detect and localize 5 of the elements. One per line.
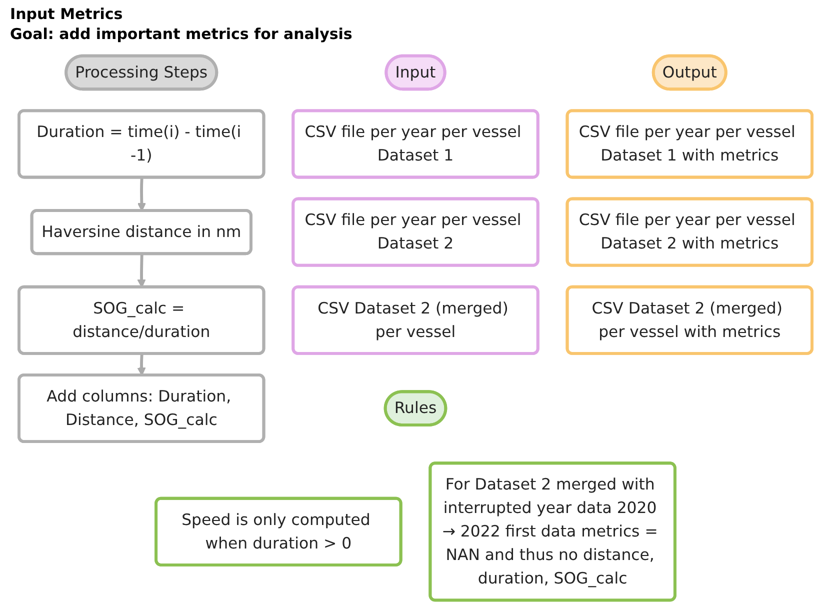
arrow bbox=[137, 254, 146, 288]
goal-text: Goal: add important metrics for analysis bbox=[10, 24, 354, 44]
diagram-title: Input Metrics bbox=[10, 4, 124, 24]
arrow bbox=[137, 354, 146, 376]
arrow bbox=[137, 178, 146, 212]
